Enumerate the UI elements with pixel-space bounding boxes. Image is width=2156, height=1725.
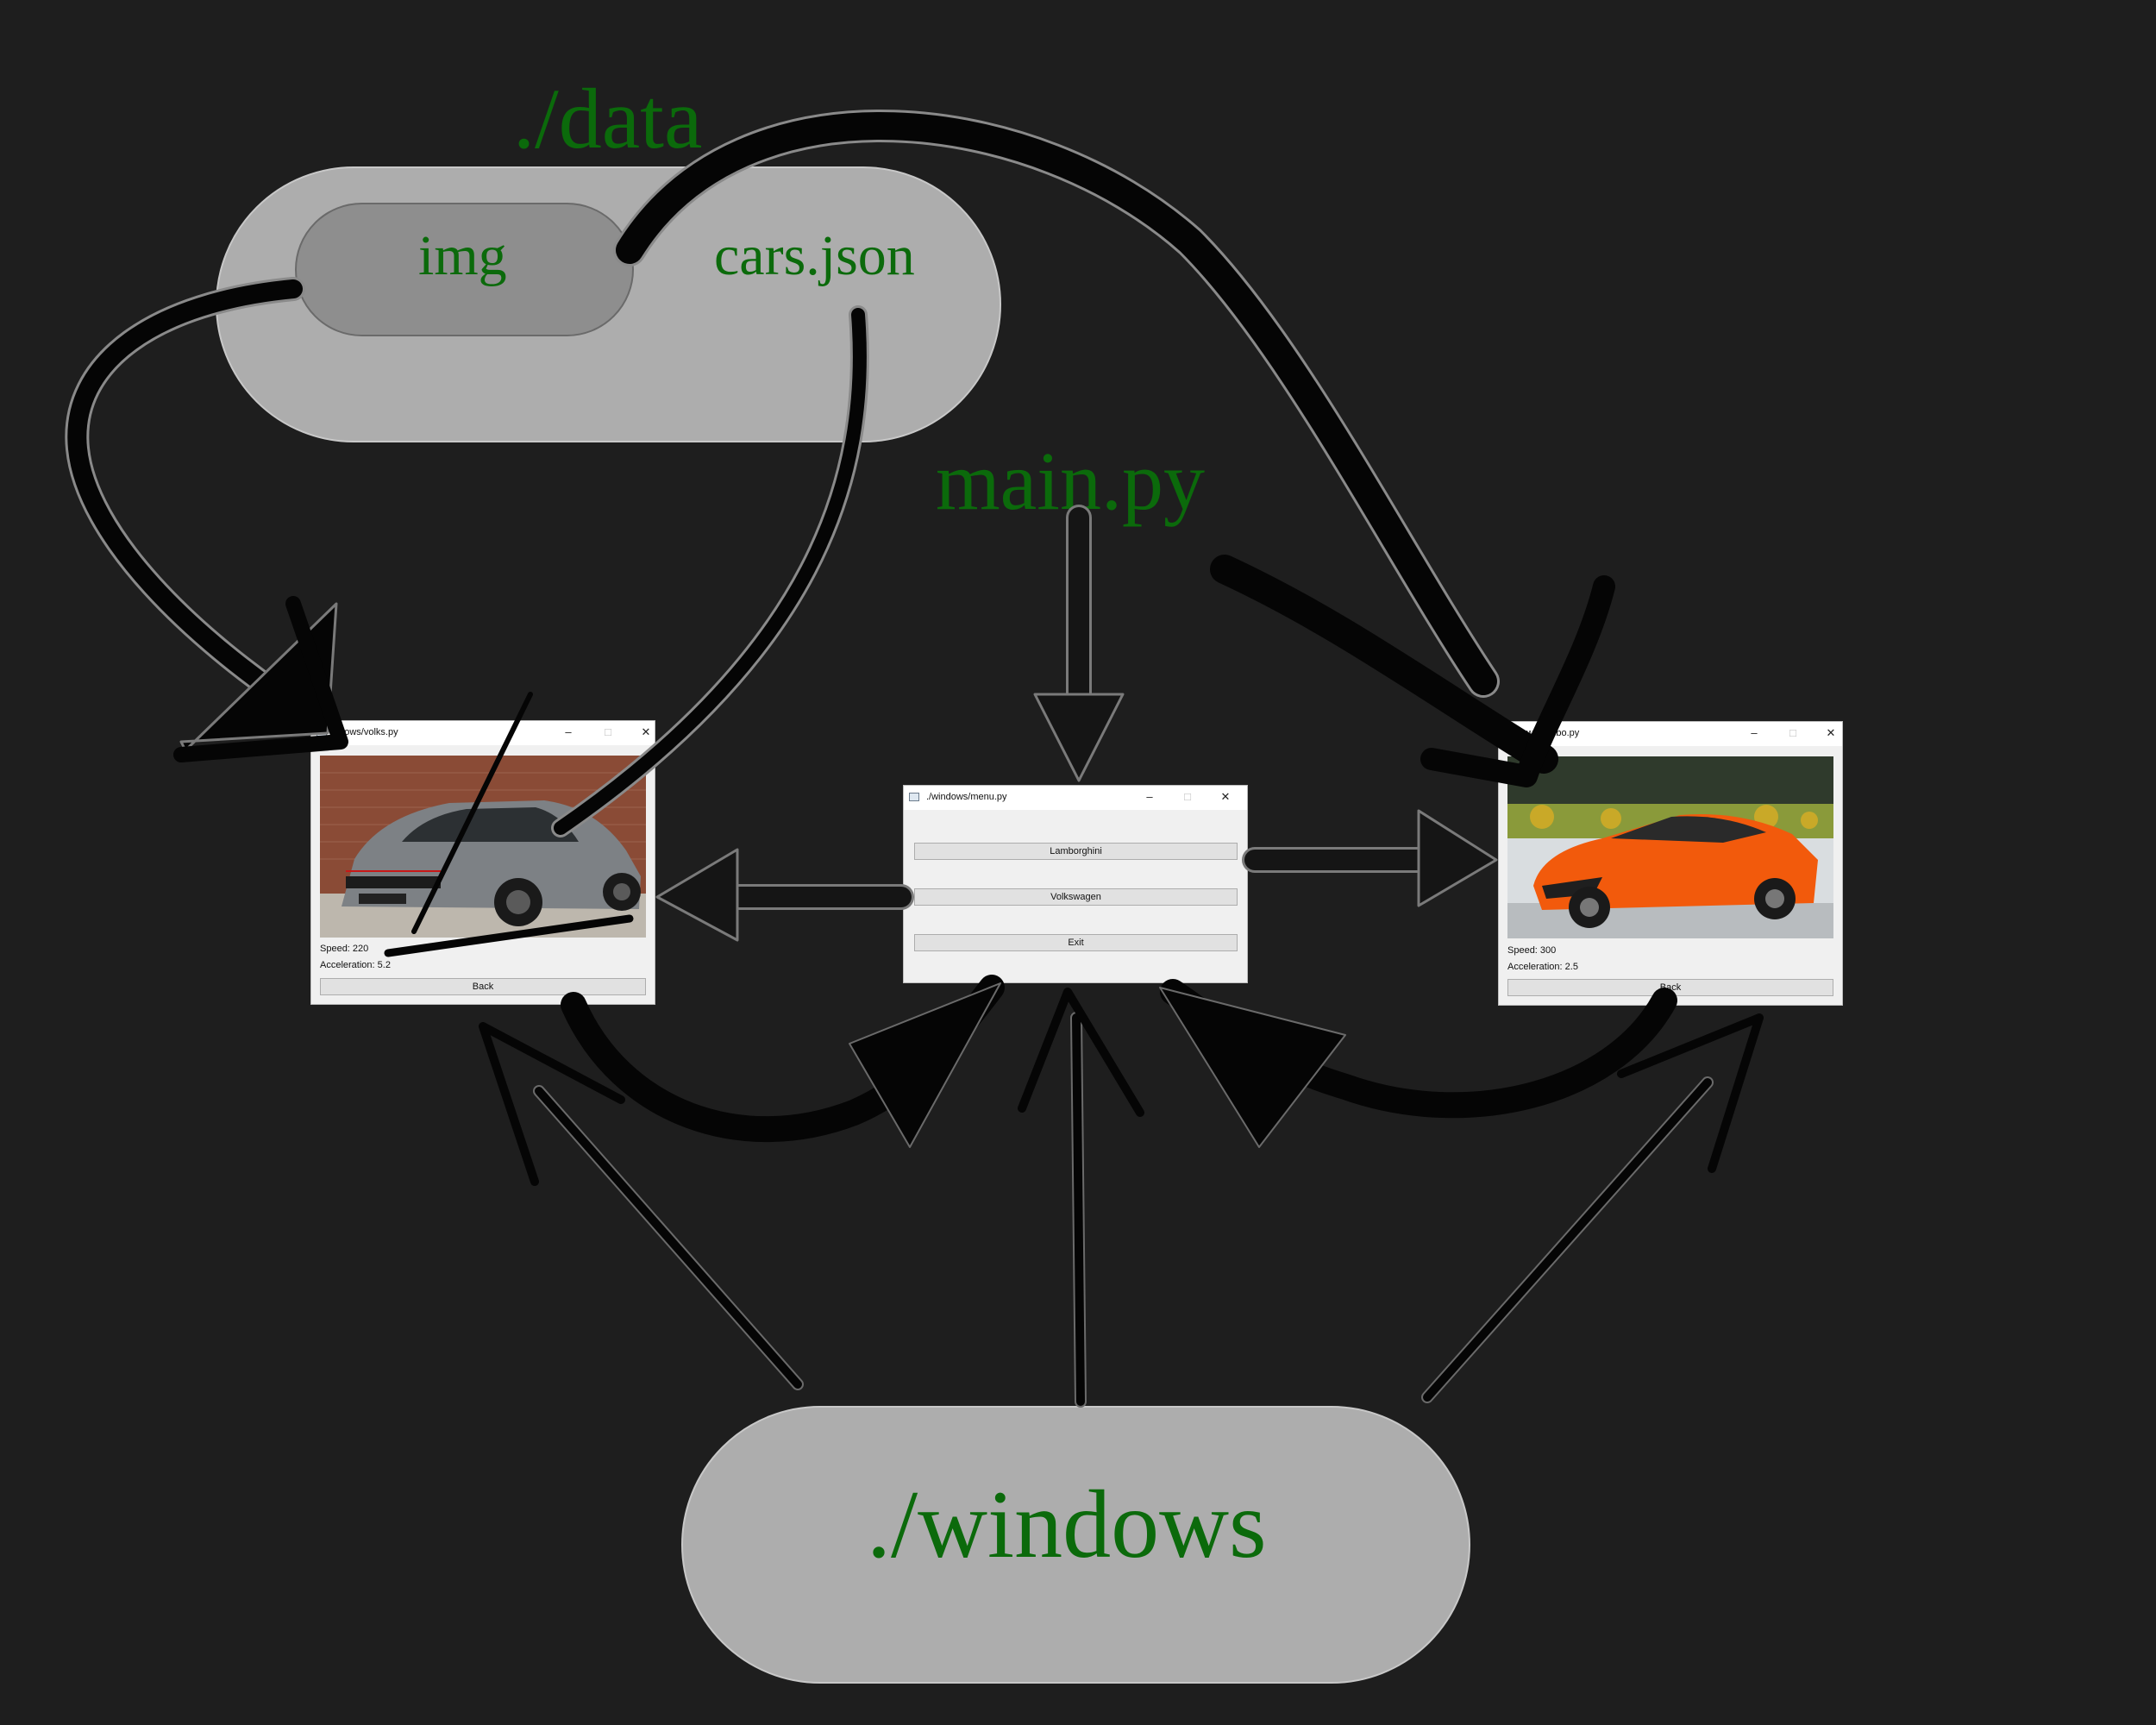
- windows-folder-pill: [681, 1406, 1470, 1684]
- close-icon[interactable]: ✕: [641, 725, 651, 738]
- lamborghini-car-image: [1507, 756, 1833, 938]
- arrow-json-to-lambo: [1210, 555, 1558, 774]
- arrow-img-to-lambo: [613, 110, 1500, 698]
- volkswagen-button[interactable]: Volkswagen: [914, 888, 1238, 906]
- menu-window-title: ./windows/menu.py: [926, 792, 1007, 802]
- arrowhead-volks-img: [179, 602, 338, 752]
- lamborghini-button[interactable]: Lamborghini: [914, 843, 1238, 860]
- data-folder-label: ./data: [513, 71, 703, 166]
- minimize-icon[interactable]: –: [1751, 726, 1758, 739]
- windows-folder-label: ./windows: [867, 1471, 1267, 1578]
- maximize-icon[interactable]: □: [1789, 726, 1796, 739]
- close-icon[interactable]: ✕: [1220, 790, 1231, 803]
- menu-titlebar: ./windows/menu.py – □ ✕: [904, 786, 1247, 810]
- lambo-window: ows/lambo.py – □ ✕ Speed: 300 Accelerati…: [1498, 721, 1843, 1006]
- img-folder-label: img: [418, 224, 507, 287]
- maximize-icon[interactable]: □: [605, 725, 611, 738]
- lambo-speed-text: Speed: 300: [1507, 945, 1557, 956]
- close-icon[interactable]: ✕: [1826, 726, 1836, 739]
- volks-speed-text: Speed: 220: [320, 944, 369, 954]
- menu-window: ./windows/menu.py – □ ✕ Lamborghini Volk…: [903, 785, 1248, 983]
- volks-back-button[interactable]: Back: [320, 978, 646, 995]
- volks-titlebar: ndows/volks.py – □ ✕: [311, 721, 655, 745]
- volks-acceleration-text: Acceleration: 5.2: [320, 960, 391, 970]
- minimize-icon[interactable]: –: [1146, 790, 1153, 803]
- window-icon: [909, 793, 919, 801]
- maximize-icon[interactable]: □: [1184, 790, 1191, 803]
- minimize-icon[interactable]: –: [565, 725, 572, 738]
- img-folder-pill: [295, 203, 634, 336]
- lambo-acceleration-text: Acceleration: 2.5: [1507, 962, 1578, 972]
- volks-window-title: ndows/volks.py: [334, 727, 398, 737]
- cars-json-label: cars.json: [714, 224, 915, 287]
- exit-button[interactable]: Exit: [914, 934, 1238, 951]
